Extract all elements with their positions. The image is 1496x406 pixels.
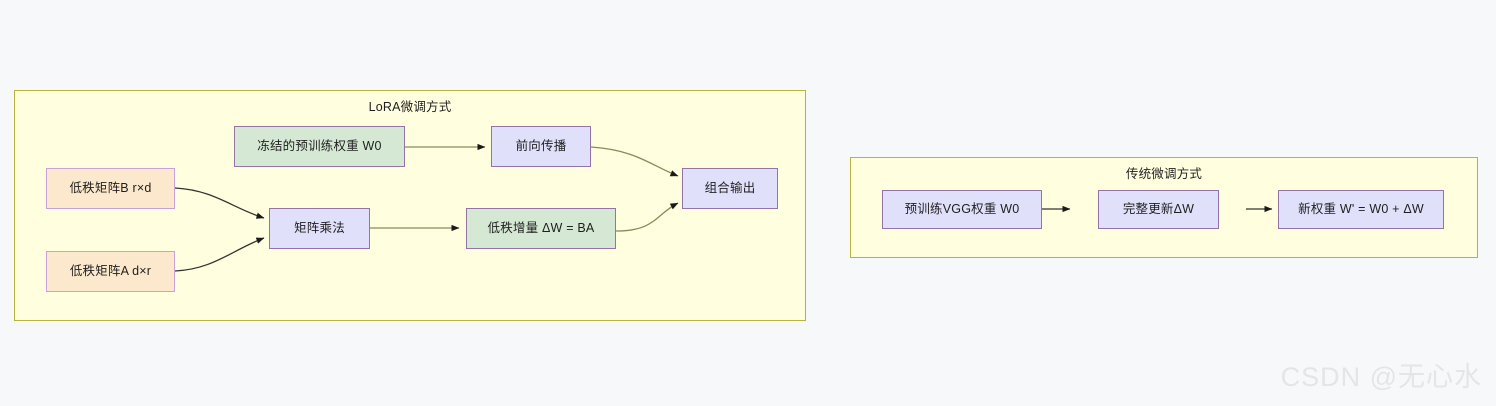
group-lora-title: LoRA微调方式	[368, 100, 452, 114]
node-label: 低秩增量 ΔW = BA	[487, 221, 595, 235]
group-traditional-title: 传统微调方式	[1125, 167, 1203, 181]
node-low-rank-matrix-b[interactable]: 低秩矩阵B r×d	[46, 168, 175, 209]
node-label: 组合输出	[704, 181, 756, 195]
node-pretrained-vgg-weight[interactable]: 预训练VGG权重 W0	[882, 190, 1042, 229]
node-label: 完整更新ΔW	[1122, 202, 1195, 216]
node-new-weight[interactable]: 新权重 W' = W0 + ΔW	[1278, 190, 1444, 229]
node-label: 冻结的预训练权重 W0	[257, 139, 382, 153]
node-matrix-multiply[interactable]: 矩阵乘法	[269, 208, 370, 249]
node-full-update-delta-w[interactable]: 完整更新ΔW	[1098, 190, 1219, 229]
csdn-watermark: CSDN @无心水	[1280, 362, 1482, 392]
node-label: 低秩矩阵A d×r	[69, 264, 152, 278]
node-frozen-pretrained-weight[interactable]: 冻结的预训练权重 W0	[234, 126, 405, 167]
node-label: 矩阵乘法	[294, 221, 345, 235]
node-forward-propagation[interactable]: 前向传播	[491, 126, 591, 167]
node-low-rank-delta-w[interactable]: 低秩增量 ΔW = BA	[466, 208, 616, 249]
node-label: 前向传播	[515, 139, 567, 153]
node-label: 低秩矩阵B r×d	[69, 181, 152, 195]
node-label: 预训练VGG权重 W0	[904, 202, 1020, 216]
node-label: 新权重 W' = W0 + ΔW	[1298, 202, 1424, 216]
node-combined-output[interactable]: 组合输出	[682, 168, 778, 209]
node-low-rank-matrix-a[interactable]: 低秩矩阵A d×r	[46, 251, 175, 292]
